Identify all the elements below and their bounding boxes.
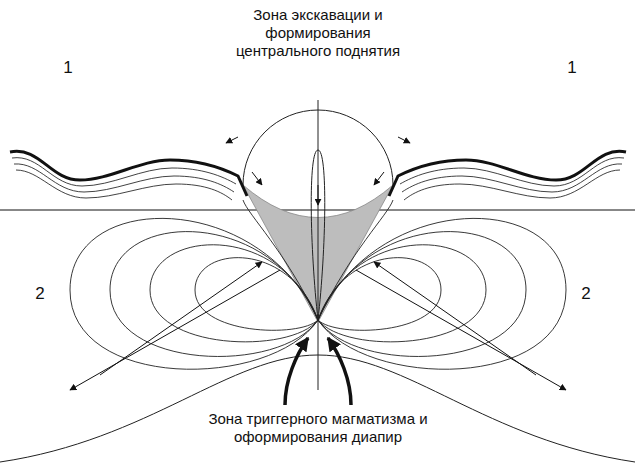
zone-label: Зона экскавации и формирования центральн…	[228, 6, 408, 60]
callout-number: 1	[53, 58, 83, 78]
callout-number: 2	[571, 284, 601, 304]
callout-number: 1	[557, 58, 587, 78]
label-text: Зона экскавации и формирования центральн…	[236, 6, 400, 59]
label-text: Зона триггерного магматизма и оформирова…	[208, 410, 427, 445]
label-text: 1	[567, 58, 576, 77]
callout-number: 2	[25, 284, 55, 304]
label-text: 2	[581, 284, 590, 303]
label-text: 2	[35, 284, 44, 303]
label-text: 1	[63, 58, 72, 77]
zone-label: Зона триггерного магматизма и оформирова…	[168, 410, 468, 446]
